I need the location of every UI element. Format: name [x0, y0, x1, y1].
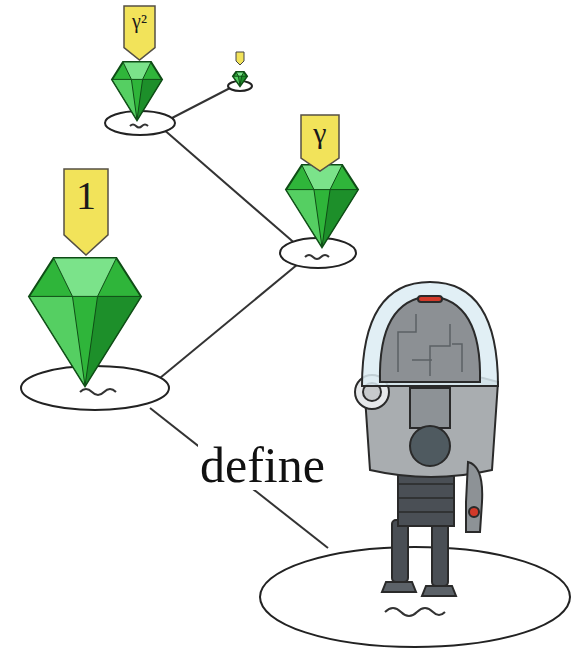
gem-facet	[240, 76, 247, 86]
discount-label: γ	[300, 118, 340, 148]
gem-facet	[112, 79, 137, 120]
gem	[112, 62, 162, 120]
scribble	[385, 608, 445, 616]
robot-light	[469, 507, 479, 517]
gem-facet	[233, 76, 240, 86]
robot-dome	[362, 282, 498, 386]
slide-text: define	[198, 440, 327, 490]
robot-torso	[398, 470, 454, 526]
gem	[29, 258, 141, 386]
robot-circuits	[398, 314, 462, 376]
gem-facet	[322, 190, 358, 247]
robot-rings	[398, 484, 454, 512]
tag-outline	[301, 115, 339, 171]
gem-body	[233, 72, 247, 86]
robot-leg	[432, 522, 448, 586]
gem-body	[29, 258, 141, 386]
robot	[355, 282, 498, 596]
robot-foot	[422, 586, 456, 596]
platform	[21, 366, 169, 410]
small-tag	[236, 52, 244, 65]
robot-foot	[382, 582, 416, 592]
gems	[29, 62, 358, 386]
robot-light	[418, 296, 442, 302]
gem-facet	[54, 258, 117, 296]
tag-outline	[64, 169, 108, 255]
tag-outline	[124, 6, 155, 60]
robot-face	[410, 426, 450, 466]
path-line	[160, 264, 298, 378]
gem-facet	[236, 72, 244, 76]
gem-body	[112, 62, 162, 120]
path-line	[172, 87, 232, 118]
robot-arm	[466, 462, 482, 532]
tag: γ²	[123, 5, 156, 61]
gem-facet	[29, 296, 85, 386]
path-line	[162, 128, 298, 246]
scribble	[305, 255, 329, 259]
gem	[286, 165, 358, 247]
scribble	[130, 125, 148, 128]
robot-panel	[410, 388, 450, 428]
gem-facet	[85, 296, 141, 386]
tag: γ	[300, 114, 340, 172]
gem-facet	[123, 62, 151, 79]
gem-body	[286, 165, 358, 247]
gem-facet	[137, 79, 162, 120]
discount-label: γ²	[123, 11, 156, 31]
gem	[233, 72, 247, 86]
robot-brain	[380, 296, 480, 382]
robot-platform	[260, 547, 570, 647]
tag: 1	[63, 168, 109, 256]
gem-facet	[286, 190, 322, 247]
path-line	[150, 408, 328, 548]
discount-label: 1	[63, 176, 109, 216]
scribble	[80, 389, 116, 395]
platforms	[21, 81, 570, 647]
robot-leg	[392, 520, 408, 582]
